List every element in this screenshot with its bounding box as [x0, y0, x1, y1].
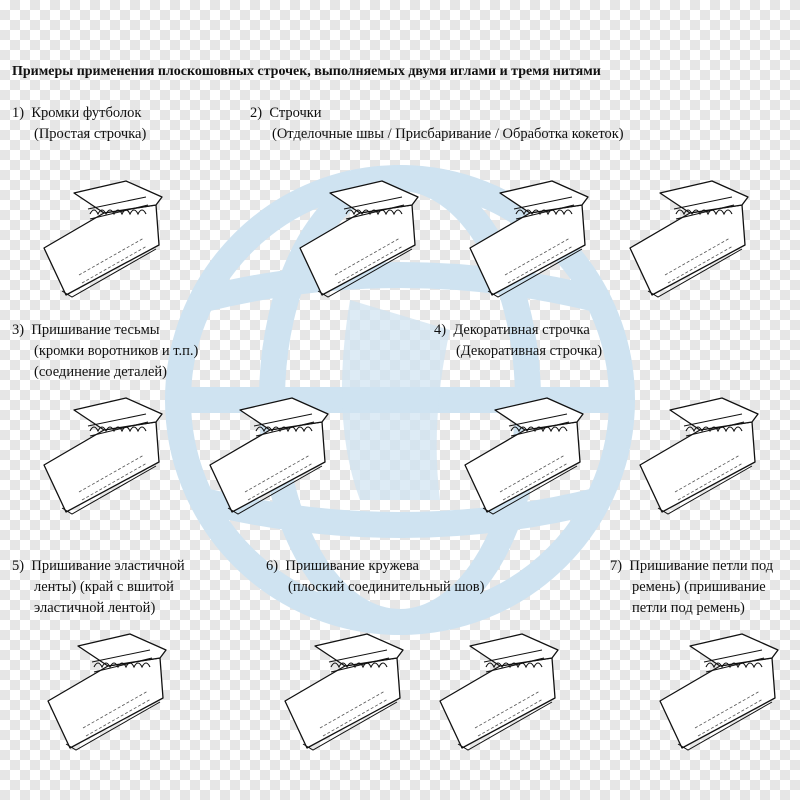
- caption-line: петли под ремень): [632, 600, 745, 616]
- seam-illustration: [659, 633, 779, 751]
- caption-line: ремень) (пришивание: [632, 579, 766, 595]
- seam-illustration: [43, 397, 163, 515]
- seam-illustration: [439, 633, 559, 751]
- caption-number: 4): [434, 322, 447, 338]
- seam-illustration: [639, 397, 759, 515]
- caption-line: Пришивание кружева: [285, 558, 419, 574]
- caption-line: (кромки воротников и т.п.): [34, 343, 199, 359]
- caption-7: 7) Пришивание петли под ремень) (пришива…: [610, 556, 773, 619]
- caption-4: 4) Декоративная строчка (Декоративная ст…: [434, 320, 602, 362]
- caption-line: (Декоративная строчка): [456, 343, 603, 359]
- caption-5: 5) Пришивание эластичной ленты) (край с …: [12, 556, 185, 619]
- caption-3: 3) Пришивание тесьмы (кромки воротников …: [12, 320, 198, 383]
- page-title: Примеры применения плоскошовных строчек,…: [12, 64, 601, 79]
- caption-1: 1) Кромки футболок (Простая строчка): [12, 103, 146, 145]
- caption-line: Строчки: [269, 105, 322, 121]
- caption-line: Кромки футболок: [31, 105, 142, 121]
- caption-line: (Отделочные швы / Присбаривание / Обрабо…: [272, 126, 624, 142]
- caption-line: эластичной лентой): [34, 600, 156, 616]
- caption-number: 5): [12, 558, 25, 574]
- caption-number: 1): [12, 105, 25, 121]
- caption-line: ленты) (край с вшитой: [34, 579, 174, 595]
- caption-number: 6): [266, 558, 279, 574]
- caption-line: Декоративная строчка: [453, 322, 590, 338]
- seam-illustration: [464, 397, 584, 515]
- caption-number: 3): [12, 322, 25, 338]
- caption-line: (соединение деталей): [34, 364, 167, 380]
- seam-illustration: [209, 397, 329, 515]
- seam-illustration: [469, 180, 589, 298]
- caption-number: 2): [250, 105, 263, 121]
- caption-2: 2) Строчки (Отделочные швы / Присбариван…: [250, 103, 624, 145]
- seam-illustration: [284, 633, 404, 751]
- seam-illustration: [299, 180, 419, 298]
- caption-line: Пришивание эластичной: [31, 558, 185, 574]
- seam-illustration: [629, 180, 749, 298]
- caption-line: Пришивание тесьмы: [31, 322, 160, 338]
- caption-number: 7): [610, 558, 623, 574]
- caption-line: (Простая строчка): [34, 126, 147, 142]
- seam-illustration: [43, 180, 163, 298]
- caption-line: (плоский соединительный шов): [288, 579, 485, 595]
- caption-6: 6) Пришивание кружева (плоский соедините…: [266, 556, 484, 598]
- caption-line: Пришивание петли под: [629, 558, 774, 574]
- seam-illustration: [47, 633, 167, 751]
